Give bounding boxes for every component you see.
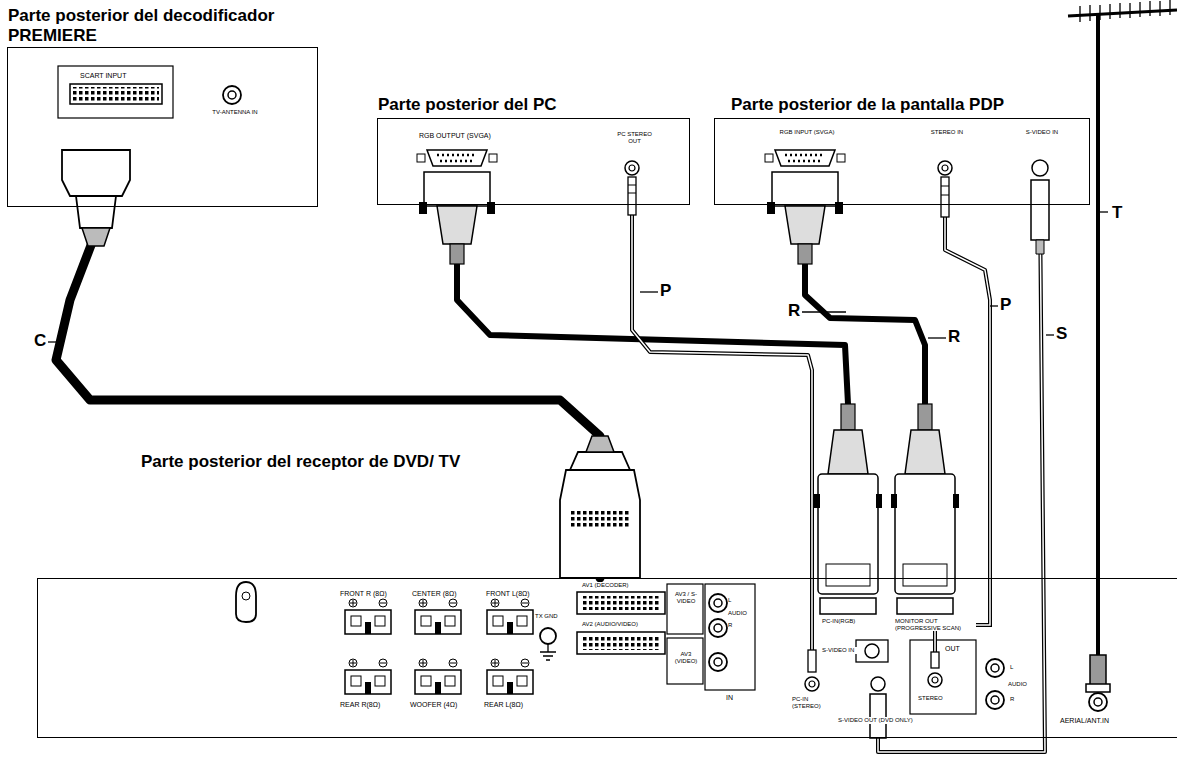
port-label: SCART INPUT xyxy=(79,72,161,80)
cable-letter: R xyxy=(946,328,962,347)
port-label: PC-IN (STEREO) xyxy=(791,696,833,709)
port-label: R xyxy=(1010,696,1018,703)
cable xyxy=(457,205,848,578)
device-panel: Parte posterior del decodificador PREMIE… xyxy=(7,47,318,207)
port-label: MONITOR OUT (PROGRESSIVE SCAN) xyxy=(894,618,976,631)
port-label: AV3 / S-VIDEO xyxy=(669,591,703,604)
port-label: PC-IN(RGB) xyxy=(821,618,883,625)
device-panel: Parte posterior del PCRGB OUTPUT (SVGA)P… xyxy=(377,118,690,205)
panel-heading: Parte posterior de la pantalla PDP xyxy=(731,95,1071,115)
port-label: TX GND xyxy=(534,613,568,620)
cable xyxy=(878,205,1045,752)
port-label: L xyxy=(728,597,736,604)
port-label: S-VIDEO IN xyxy=(821,647,857,654)
port-label: IN xyxy=(725,694,747,702)
port-label: OUT xyxy=(945,645,969,653)
port-label: L xyxy=(1010,664,1018,671)
device-panel: Parte posterior de la pantalla PDPRGB IN… xyxy=(714,118,1090,205)
port-label: AV2 (AUDIO/VIDEO) xyxy=(581,621,663,628)
port-label: AV1 (DECODER) xyxy=(581,582,653,589)
cable-letter: P xyxy=(998,296,1013,315)
port-label: CENTER (8Ω) xyxy=(411,590,469,598)
port-label: FRONT L(8Ω) xyxy=(485,590,537,598)
panel-heading: Parte posterior del decodificador PREMIE… xyxy=(8,6,328,47)
port-label: TV-ANTENNA IN xyxy=(209,109,261,116)
port-label: AUDIO xyxy=(728,610,754,617)
port-label: AUDIO xyxy=(1008,681,1038,688)
cable-letter: P xyxy=(658,282,673,301)
port-label: AV3 (VIDEO) xyxy=(669,651,703,664)
port-label: WOOFER (4Ω) xyxy=(409,701,471,709)
cable-letter: S xyxy=(1054,325,1069,344)
port-label: REAR L(8Ω) xyxy=(483,701,537,709)
device-panel: Parte posterior del receptor de DVD/ TVF… xyxy=(37,578,1177,738)
panel-heading: Parte posterior del PC xyxy=(378,95,678,115)
cable xyxy=(56,207,600,578)
cable-letter: T xyxy=(1110,204,1124,223)
port-label: FRONT R (8Ω) xyxy=(339,590,397,598)
port-label: PC STEREO OUT xyxy=(611,131,658,144)
port-label: S-VIDEO IN xyxy=(1021,129,1063,136)
port-label: RGB INPUT (SVGA) xyxy=(771,129,843,136)
port-label: R xyxy=(728,622,736,629)
port-label: REAR R(8Ω) xyxy=(339,701,397,709)
port-label: STEREO xyxy=(917,695,951,702)
port-label: STEREO IN xyxy=(926,129,968,136)
cable-letter: C xyxy=(32,332,48,351)
cable-letter: R xyxy=(786,302,802,321)
port-label: S-VIDEO OUT (DVD ONLY) xyxy=(837,717,929,724)
port-label: AERIAL/ANT.IN xyxy=(1059,717,1151,725)
cable xyxy=(632,205,812,578)
panel-heading: Parte posterior del receptor de DVD/ TV xyxy=(141,452,501,472)
port-label: RGB OUTPUT (SVGA) xyxy=(418,132,510,140)
